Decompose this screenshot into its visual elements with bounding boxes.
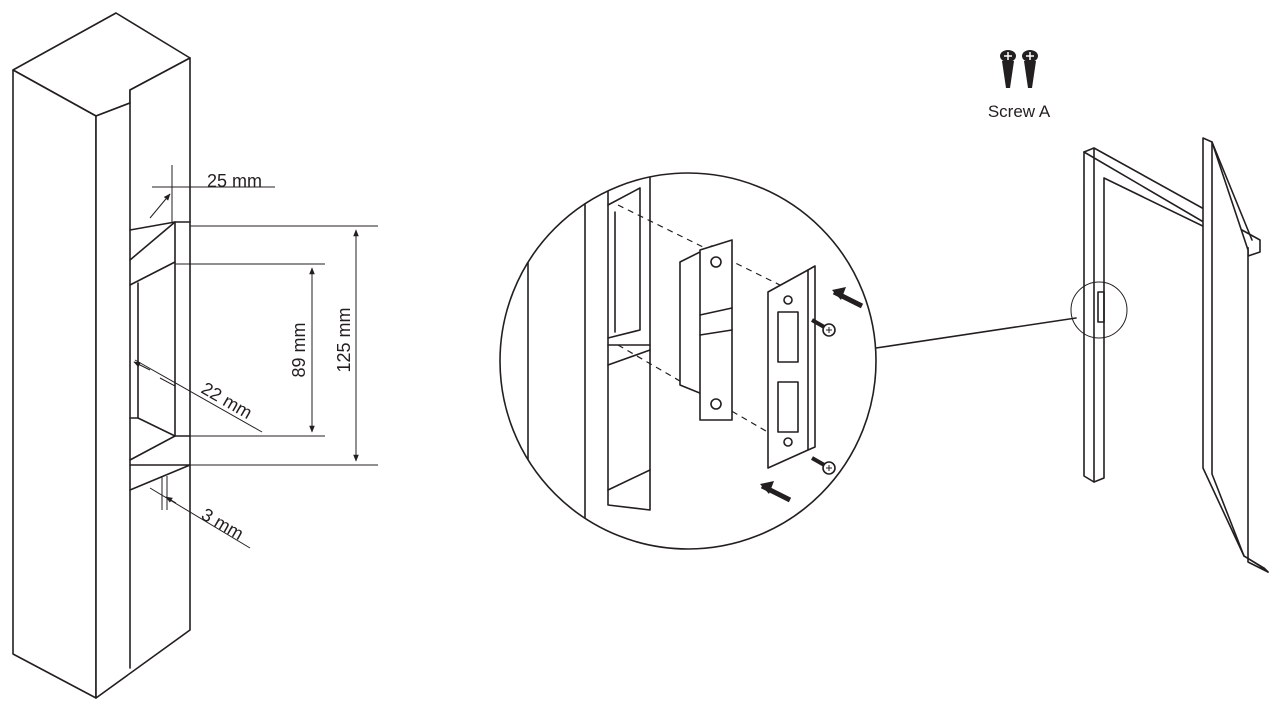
strike-plate bbox=[767, 265, 816, 469]
door-strike-location bbox=[1097, 291, 1105, 323]
strike-box-face bbox=[699, 239, 733, 421]
detail-frame-side bbox=[607, 173, 651, 511]
dim-22-arrow-right bbox=[159, 377, 176, 387]
insert-arrow-bottom bbox=[760, 481, 792, 503]
frame-front-face bbox=[12, 69, 97, 699]
dim-22-leader bbox=[134, 359, 263, 433]
strike-plate-slot-bottom bbox=[777, 381, 799, 433]
detail-mortise-lower bbox=[607, 344, 651, 366]
frame-side-face bbox=[95, 57, 191, 699]
detail-magnifier bbox=[499, 172, 1077, 550]
dim-label-25: 25 mm bbox=[207, 171, 262, 191]
door-assembly bbox=[1070, 137, 1269, 573]
strike-plate-slot-top bbox=[777, 311, 799, 363]
mortise-outer bbox=[129, 221, 176, 461]
screw-icon bbox=[1022, 50, 1038, 88]
strike-plate-edge bbox=[807, 265, 816, 451]
dim-label-3: 3 mm bbox=[198, 504, 247, 544]
screw-top bbox=[811, 318, 836, 337]
dim-label-89: 89 mm bbox=[289, 322, 309, 377]
strike-plate-hole-bottom bbox=[783, 437, 793, 447]
dim-25-arrow bbox=[149, 193, 171, 219]
strike-plate-hole-top bbox=[783, 295, 793, 305]
dim-3-arrow bbox=[165, 496, 177, 504]
strike-box-hole-top bbox=[710, 256, 722, 268]
alignment-dash-top bbox=[617, 204, 791, 291]
detail-callout-circle bbox=[1070, 281, 1128, 339]
mortise-top-edge bbox=[129, 221, 176, 261]
mortise-bottom-step bbox=[129, 464, 191, 491]
door-frame-mortise-view bbox=[12, 12, 191, 699]
detail-mortise-upper bbox=[607, 187, 641, 339]
detail-frame-bottom bbox=[607, 469, 651, 491]
screw-icon bbox=[1000, 50, 1016, 88]
insert-arrow-top bbox=[832, 287, 864, 309]
dim-22-arrow-left bbox=[133, 361, 151, 371]
strike-box-divider bbox=[699, 307, 733, 336]
door-leaf-edges bbox=[1211, 141, 1253, 557]
screw-bottom bbox=[811, 456, 836, 475]
mortise-inner-top bbox=[129, 261, 176, 286]
door-leaf-bottom bbox=[1243, 555, 1269, 573]
dim-label-125: 125 mm bbox=[334, 307, 354, 372]
screw-label: Screw A bbox=[988, 102, 1051, 121]
detail-connector-line bbox=[875, 317, 1077, 349]
strike-box bbox=[679, 239, 733, 421]
screw-a-icons: Screw A bbox=[988, 50, 1051, 121]
strike-box-hole-bottom bbox=[710, 398, 722, 410]
